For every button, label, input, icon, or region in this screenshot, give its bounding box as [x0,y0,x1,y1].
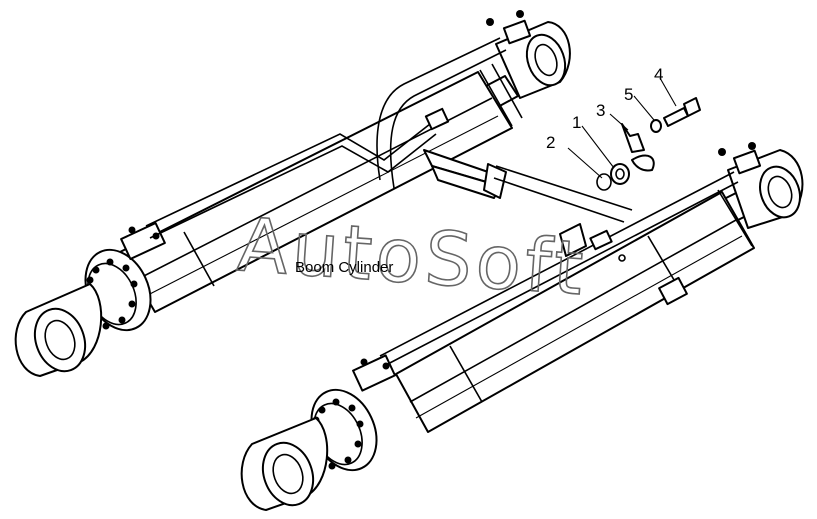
center-bracket [423,149,633,223]
callout-1: 1 [572,113,581,132]
exploded-parts [567,77,701,191]
callout-3: 3 [596,101,605,120]
watermark-text: AutoSoft [235,202,590,312]
diagram-title: Boom Cylinder [295,259,393,276]
right-boom-cylinder [240,142,804,511]
callout-4: 4 [654,65,663,84]
left-boom-cylinder [14,10,571,377]
callout-5: 5 [624,85,633,104]
callout-2: 2 [546,133,555,152]
